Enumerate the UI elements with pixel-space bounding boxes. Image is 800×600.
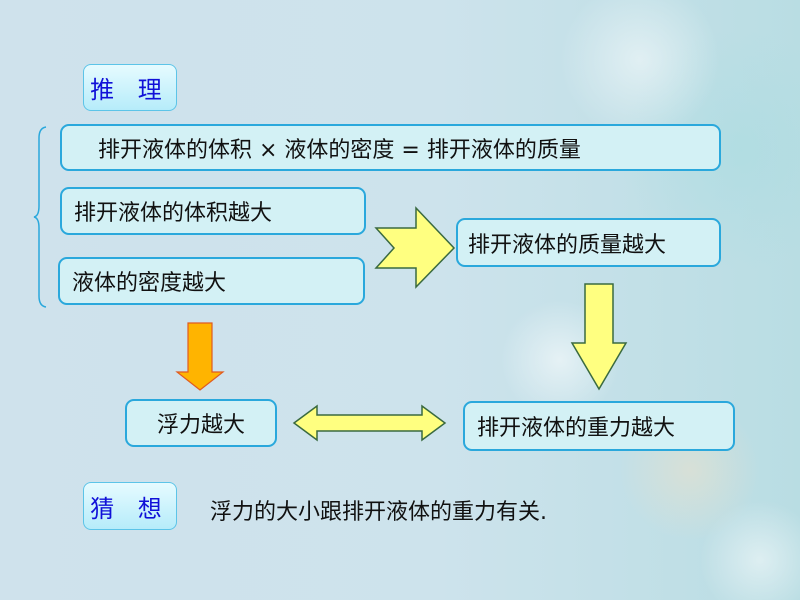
weight-larger-box: 排开液体的重力越大 bbox=[463, 401, 735, 451]
yellow-down-arrow-icon bbox=[570, 283, 628, 391]
buoyancy-larger-text: 浮力越大 bbox=[156, 413, 245, 438]
volume-larger-text: 排开液体的体积越大 bbox=[74, 201, 273, 226]
formula-text: 排开液体的体积 × 液体的密度 = 排开液体的质量 bbox=[98, 137, 581, 163]
density-larger-box: 液体的密度越大 bbox=[58, 257, 365, 305]
guess-label: 猜 想 bbox=[83, 482, 177, 530]
double-arrow-icon bbox=[292, 404, 447, 442]
mass-larger-text: 排开液体的质量越大 bbox=[468, 232, 667, 258]
orange-down-arrow-icon bbox=[175, 322, 225, 391]
guess-text: 浮力的大小跟排开液体的重力有关. bbox=[210, 500, 547, 525]
volume-larger-box: 排开液体的体积越大 bbox=[60, 187, 366, 235]
weight-larger-text: 排开液体的重力越大 bbox=[477, 416, 676, 441]
mass-larger-box: 排开液体的质量越大 bbox=[456, 218, 721, 267]
formula-box: 排开液体的体积 × 液体的密度 = 排开液体的质量 bbox=[60, 124, 721, 171]
reasoning-label: 推 理 bbox=[83, 64, 177, 111]
right-chevron-arrow-icon bbox=[374, 206, 456, 289]
buoyancy-larger-box: 浮力越大 bbox=[125, 399, 277, 447]
density-larger-text: 液体的密度越大 bbox=[72, 271, 227, 296]
left-brace bbox=[33, 126, 47, 308]
